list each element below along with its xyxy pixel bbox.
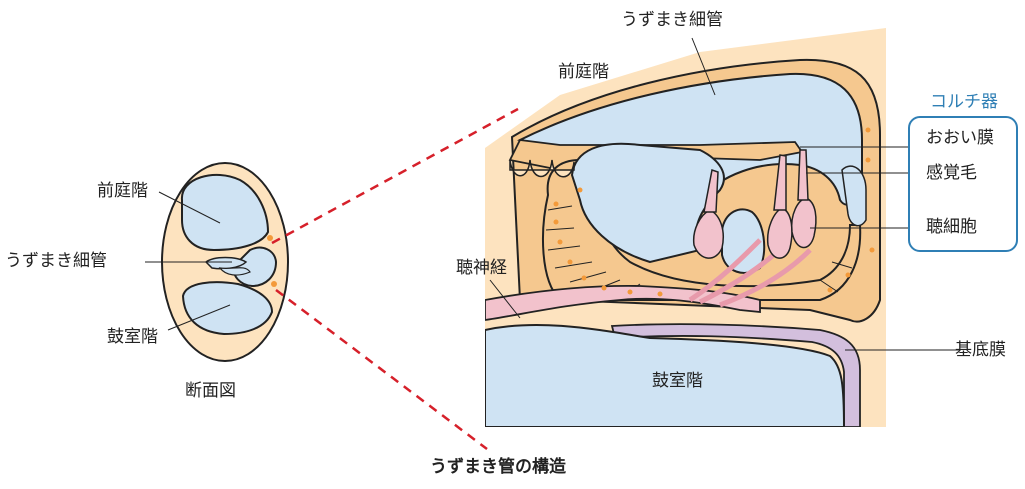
label-auditory-nerve: 聴神経 [456,260,507,277]
label-large-tympanic: 鼓室階 [652,373,703,390]
label-organ-of-corti: コルチ器 [930,94,998,111]
zoom-line-upper [272,109,518,243]
label-hair-cell: 聴細胞 [926,219,977,236]
label-cross-section-title: 断面図 [185,383,236,400]
label-figure-title: うずまき管の構造 [430,459,566,476]
label-sensory-hair: 感覚毛 [926,165,977,182]
label-small-cochlear-duct: うずまき細管 [5,253,107,270]
label-small-tympanic: 鼓室階 [107,329,158,346]
cross-section [145,163,288,361]
label-tectorial-membrane: おおい膜 [926,130,994,147]
enlarged-structure [485,28,960,427]
label-basilar-membrane: 基底膜 [955,342,1006,359]
label-small-vestibular: 前庭階 [97,183,148,200]
label-large-vestibular: 前庭階 [558,64,609,81]
zoom-line-lower [276,290,487,449]
label-large-cochlear-duct: うずまき細管 [621,12,723,29]
